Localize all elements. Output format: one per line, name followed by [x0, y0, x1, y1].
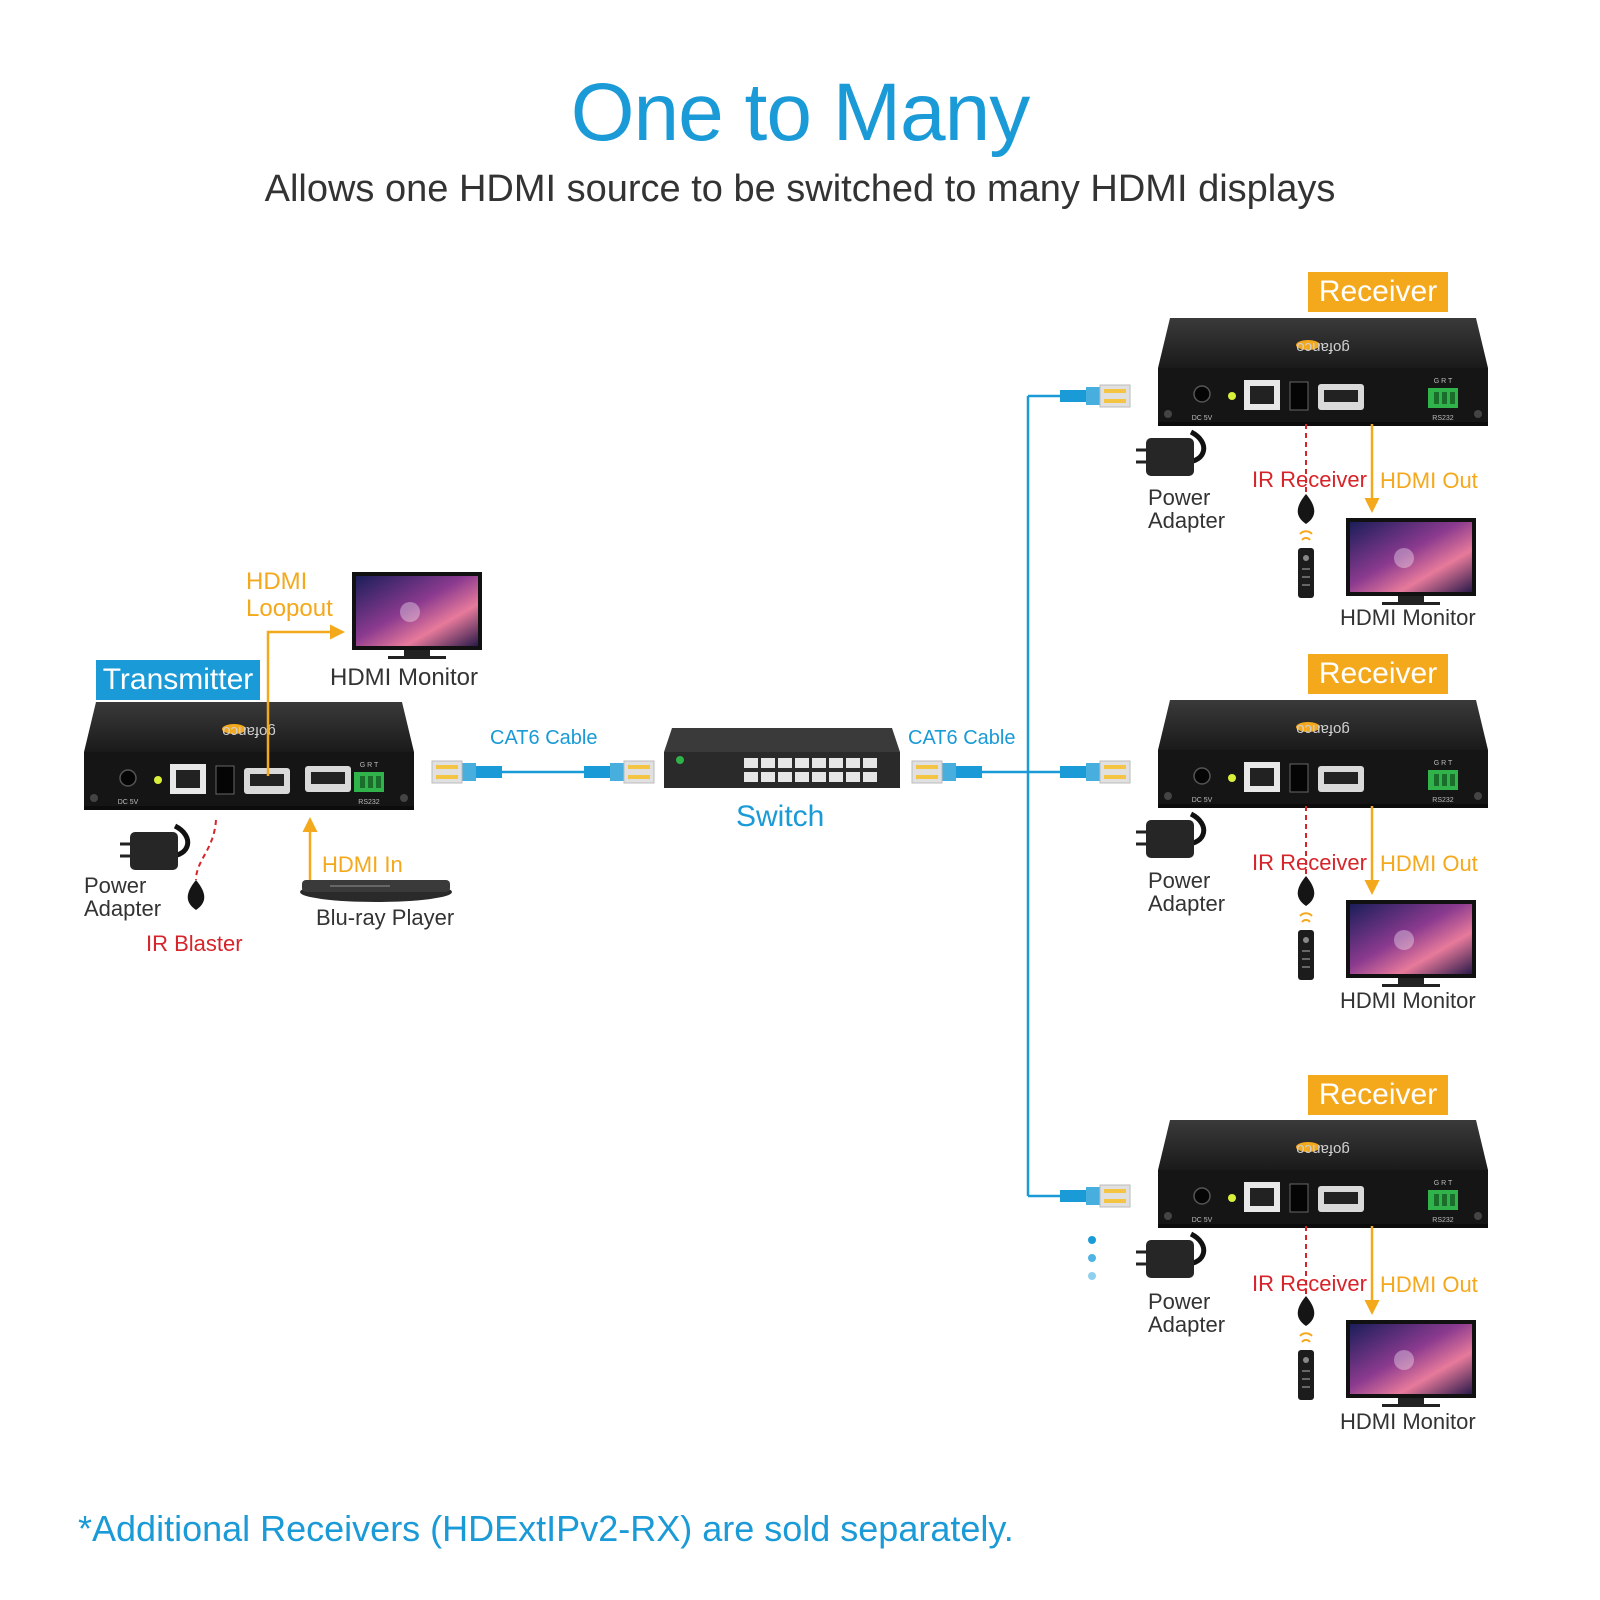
receiver-2-hdmi-out-label: HDMI Out — [1380, 851, 1478, 876]
receiver-3-tag: Receiver — [1308, 1075, 1448, 1115]
page-title: One to Many — [570, 67, 1030, 158]
receiver-1-tag: Receiver — [1308, 272, 1448, 312]
receiver-1-monitor-label: HDMI Monitor — [1340, 605, 1476, 630]
footnote: *Additional Receivers (HDExtIPv2-RX) are… — [78, 1508, 1014, 1549]
cat6-cable-left-label: CAT6 Cable — [490, 727, 598, 749]
transmitter-tag: Transmitter — [96, 660, 260, 700]
transmitter-monitor — [352, 572, 482, 659]
network-switch — [664, 728, 900, 788]
transmitter-monitor-label: HDMI Monitor — [330, 664, 479, 691]
receiver-2-graphics — [1136, 699, 1489, 987]
switch-label: Switch — [736, 800, 825, 833]
transmitter-power-adapter — [120, 826, 188, 870]
hdmi-in-label: HDMI In — [322, 852, 403, 877]
cat6-cable-left — [431, 760, 655, 784]
ir-blaster-cable — [195, 819, 217, 881]
receiver-2-power-label-line1: Power — [1148, 868, 1211, 893]
hdmi-loopout-label-line2: Loopout — [246, 595, 333, 622]
hdmi-loopout-arrow — [266, 624, 345, 776]
cat6-cable-right-label: CAT6 Cable — [908, 727, 1016, 749]
receiver-1-hdmi-out-label: HDMI Out — [1380, 468, 1478, 493]
receiver-1-power-label-line1: Power — [1148, 485, 1211, 510]
bluray-player — [300, 880, 452, 902]
receiver-3-hdmi-out-label: HDMI Out — [1380, 1272, 1478, 1297]
receiver-2-ir-label: IR Receiver — [1252, 850, 1367, 875]
transmitter-power-label-line1: Power — [84, 873, 147, 898]
receiver-1-power-label-line2: Adapter — [1148, 508, 1226, 533]
bluray-player-label: Blu-ray Player — [316, 905, 455, 930]
receiver-1-ir-label: IR Receiver — [1252, 467, 1367, 492]
ir-blaster-eye — [187, 880, 205, 910]
receiver-2-tag: Receiver — [1308, 654, 1448, 694]
receiver-3-power-label-line2: Adapter — [1148, 1312, 1226, 1337]
more-receivers-dots — [1088, 1236, 1096, 1280]
receiver-2-power-label-line2: Adapter — [1148, 891, 1226, 916]
transmitter-device — [83, 701, 415, 811]
receiver-3-monitor-label: HDMI Monitor — [1340, 1409, 1476, 1434]
receiver-3-graphics — [1136, 1119, 1489, 1407]
transmitter-power-label-line2: Adapter — [84, 896, 162, 921]
receiver-2-monitor-label: HDMI Monitor — [1340, 988, 1476, 1013]
receiver-1-graphics — [1136, 317, 1489, 605]
ir-blaster-label: IR Blaster — [146, 931, 243, 956]
receiver-3-ir-label: IR Receiver — [1252, 1271, 1367, 1296]
receiver-3-power-label-line1: Power — [1148, 1289, 1211, 1314]
cat6-cable-right — [911, 384, 1131, 1208]
hdmi-loopout-label-line1: HDMI — [246, 568, 308, 595]
page-subtitle: Allows one HDMI source to be switched to… — [264, 168, 1336, 210]
